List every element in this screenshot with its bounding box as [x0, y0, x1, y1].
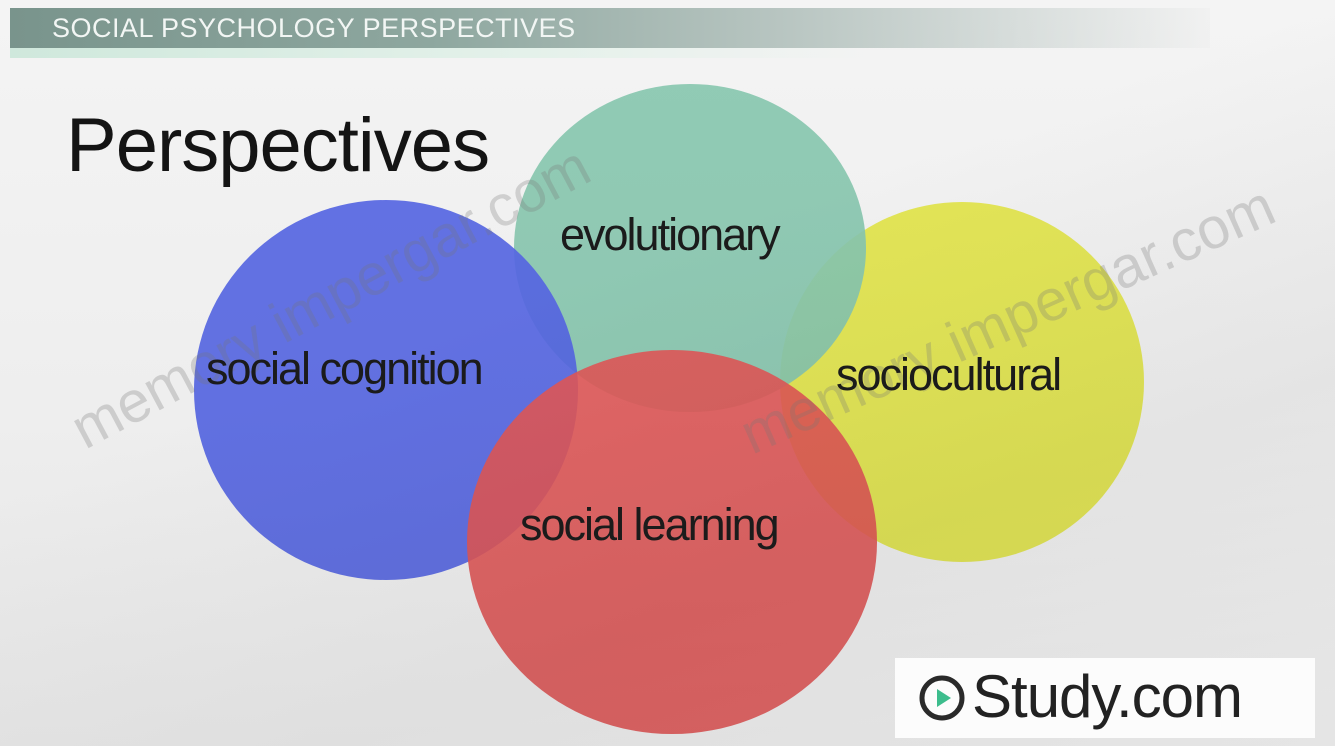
circle-evolutionary [514, 84, 866, 412]
label-social-cognition: social cognition [206, 343, 482, 394]
slide-heading: Perspectives [66, 103, 490, 188]
brand-logo-text: Study.com [972, 663, 1243, 730]
label-social-learning: social learning [520, 499, 778, 550]
section-header-accent [10, 48, 870, 58]
label-evolutionary: evolutionary [560, 209, 781, 260]
play-circle-icon [919, 675, 965, 721]
label-sociocultural: sociocultural [836, 349, 1060, 400]
section-title: SOCIAL PSYCHOLOGY PERSPECTIVES [52, 13, 576, 43]
circle-sociocultural [780, 202, 1144, 562]
brand-logo-box [895, 658, 1315, 738]
circle-social-learning [467, 350, 877, 734]
section-header-bar [10, 8, 1210, 48]
